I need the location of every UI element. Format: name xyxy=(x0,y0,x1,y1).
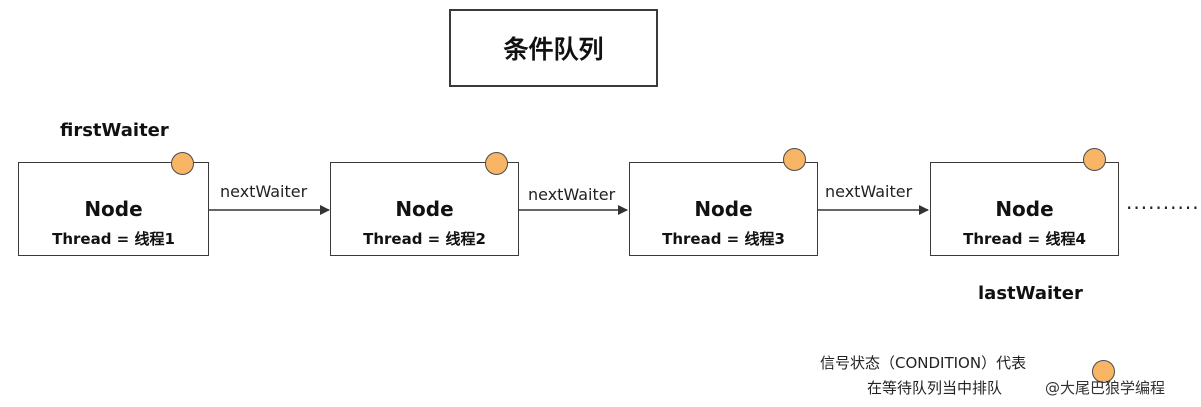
node-title: Node xyxy=(84,197,143,221)
continuation-ellipsis: ........... xyxy=(1126,190,1201,214)
edge-label-next-waiter: nextWaiter xyxy=(220,182,308,201)
edge-label-next-waiter: nextWaiter xyxy=(528,185,616,204)
node-title: Node xyxy=(694,197,753,221)
edge-label-next-waiter: nextWaiter xyxy=(825,182,913,201)
first-waiter-label: firstWaiter xyxy=(60,120,169,141)
node-thread: Thread = 线程3 xyxy=(662,230,785,248)
node-thread: Thread = 线程1 xyxy=(52,230,175,248)
condition-status-dot xyxy=(783,148,806,171)
legend-description: 信号状态（CONDITION）代表 xyxy=(820,354,1027,372)
watermark: @大尾巴狼学编程 xyxy=(1045,379,1166,397)
diagram-title: 条件队列 xyxy=(449,9,658,87)
legend-status-dot-icon xyxy=(1092,360,1115,383)
node-thread: Thread = 线程2 xyxy=(363,230,486,248)
node-1: Node Thread = 线程1 xyxy=(18,162,209,256)
legend-description-line2: 在等待队列当中排队 xyxy=(867,379,1003,397)
node-4: Node Thread = 线程4 xyxy=(930,162,1119,256)
last-waiter-label: lastWaiter xyxy=(978,283,1083,304)
node-thread: Thread = 线程4 xyxy=(963,230,1086,248)
node-title: Node xyxy=(995,197,1054,221)
node-title: Node xyxy=(395,197,454,221)
condition-status-dot xyxy=(485,152,508,175)
node-2: Node Thread = 线程2 xyxy=(330,162,519,256)
condition-status-dot xyxy=(1083,148,1106,171)
condition-status-dot xyxy=(171,152,194,175)
node-3: Node Thread = 线程3 xyxy=(629,162,818,256)
